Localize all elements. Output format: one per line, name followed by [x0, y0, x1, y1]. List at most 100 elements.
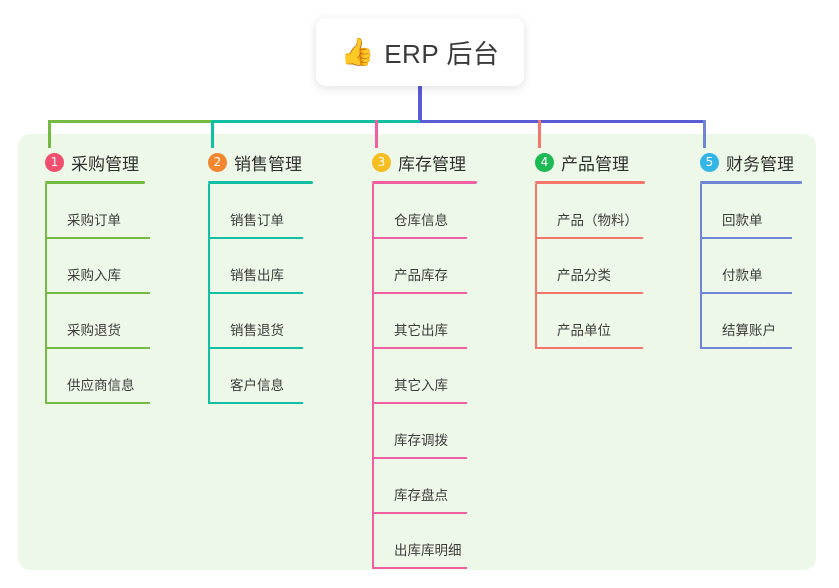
- branch-column-2: 2 销售管理销售订单销售出库销售退货客户信息: [208, 150, 313, 404]
- branch-item[interactable]: 销售出库: [208, 239, 313, 294]
- item-label: 回款单: [722, 213, 763, 228]
- branch-item[interactable]: 产品（物料）: [535, 184, 645, 239]
- item-spine: [372, 294, 374, 349]
- branch-item[interactable]: 产品单位: [535, 294, 645, 349]
- item-spine: [372, 239, 374, 294]
- item-spine: [700, 184, 702, 239]
- item-spine: [535, 184, 537, 239]
- branch-item[interactable]: 供应商信息: [45, 349, 150, 404]
- item-spine: [45, 349, 47, 404]
- branch-underline-2: [208, 181, 313, 184]
- item-label: 采购入库: [67, 268, 121, 283]
- branch-title-2: 销售管理: [234, 154, 302, 174]
- branch-items-4: 产品（物料） 产品分类产品单位: [535, 184, 645, 349]
- item-label: 产品库存: [394, 268, 448, 283]
- branch-badge-2: 2: [208, 152, 227, 172]
- item-label: 库存调拨: [394, 433, 448, 448]
- item-spine: [535, 294, 537, 349]
- branches-panel: [18, 134, 816, 570]
- branch-item[interactable]: 采购订单: [45, 184, 150, 239]
- branch-item[interactable]: 回款单: [700, 184, 802, 239]
- item-spine: [372, 184, 374, 239]
- item-spine: [208, 239, 210, 294]
- item-underline: [700, 347, 792, 349]
- branch-item[interactable]: 其它入库: [372, 349, 477, 404]
- branch-underline-5: [700, 181, 802, 184]
- item-underline: [208, 237, 303, 239]
- item-spine: [700, 294, 702, 349]
- item-spine: [535, 239, 537, 294]
- item-label: 产品分类: [557, 268, 611, 283]
- branch-underline-4: [535, 181, 645, 184]
- item-underline: [372, 347, 467, 349]
- item-underline: [45, 292, 150, 294]
- item-underline: [700, 292, 792, 294]
- branch-item[interactable]: 采购入库: [45, 239, 150, 294]
- item-label: 其它出库: [394, 323, 448, 338]
- branch-item[interactable]: 仓库信息: [372, 184, 477, 239]
- item-label: 销售退货: [230, 323, 284, 338]
- branch-items-5: 回款单付款单结算账户: [700, 184, 802, 349]
- branch-item[interactable]: 付款单: [700, 239, 802, 294]
- branch-header-2[interactable]: 2 销售管理: [208, 150, 313, 174]
- branch-item[interactable]: 结算账户: [700, 294, 802, 349]
- branch-item[interactable]: 出库库明细: [372, 514, 477, 569]
- branch-item[interactable]: 库存盘点: [372, 459, 477, 514]
- item-underline: [700, 237, 792, 239]
- branch-drop-2: [211, 120, 214, 148]
- item-label: 采购订单: [67, 213, 121, 228]
- item-spine: [208, 184, 210, 239]
- item-label: 结算账户: [722, 323, 776, 338]
- item-label: 仓库信息: [394, 213, 448, 228]
- branch-item[interactable]: 产品库存: [372, 239, 477, 294]
- item-label: 采购退货: [67, 323, 121, 338]
- branch-badge-3: 3: [372, 152, 391, 172]
- item-underline: [372, 402, 467, 404]
- item-underline: [372, 292, 467, 294]
- root-node-title: ERP 后台: [384, 38, 500, 69]
- branch-item[interactable]: 采购退货: [45, 294, 150, 349]
- branch-column-1: 1 采购管理采购订单采购入库采购退货供应商信息: [45, 150, 150, 404]
- item-underline: [208, 292, 303, 294]
- item-spine: [700, 239, 702, 294]
- item-spine: [45, 239, 47, 294]
- branch-item[interactable]: 产品分类: [535, 239, 645, 294]
- branch-items-3: 仓库信息产品库存其它出库其它入库库存调拨库存盘点出库库明细: [372, 184, 477, 569]
- item-spine: [372, 514, 374, 569]
- item-label: 供应商信息: [67, 378, 135, 393]
- item-label: 销售订单: [230, 213, 284, 228]
- branch-drop-3: [375, 120, 378, 148]
- branch-badge-4: 4: [535, 152, 554, 172]
- item-label: 库存盘点: [394, 488, 448, 503]
- root-trunk-line: [418, 86, 422, 122]
- item-spine: [208, 349, 210, 404]
- item-underline: [535, 237, 643, 239]
- item-spine: [372, 349, 374, 404]
- item-label: 出库库明细: [394, 543, 462, 558]
- item-underline: [372, 567, 467, 569]
- thumbs-up-icon: 👍: [340, 36, 375, 68]
- branch-drop-1: [48, 120, 51, 148]
- branch-item[interactable]: 其它出库: [372, 294, 477, 349]
- branch-item[interactable]: 库存调拨: [372, 404, 477, 459]
- bar-segment-3: [420, 120, 706, 123]
- branch-item[interactable]: 客户信息: [208, 349, 313, 404]
- item-underline: [535, 292, 643, 294]
- branch-badge-1: 1: [45, 152, 64, 172]
- branch-underline-1: [45, 181, 145, 184]
- item-spine: [45, 184, 47, 239]
- root-node[interactable]: 👍 ERP 后台: [316, 18, 524, 86]
- bar-segment-1: [49, 120, 212, 123]
- item-underline: [372, 457, 467, 459]
- branch-item[interactable]: 销售订单: [208, 184, 313, 239]
- branch-drop-4: [538, 120, 541, 148]
- item-label: 销售出库: [230, 268, 284, 283]
- branch-title-1: 采购管理: [71, 154, 139, 174]
- branch-header-1[interactable]: 1 采购管理: [45, 150, 145, 174]
- branch-item[interactable]: 销售退货: [208, 294, 313, 349]
